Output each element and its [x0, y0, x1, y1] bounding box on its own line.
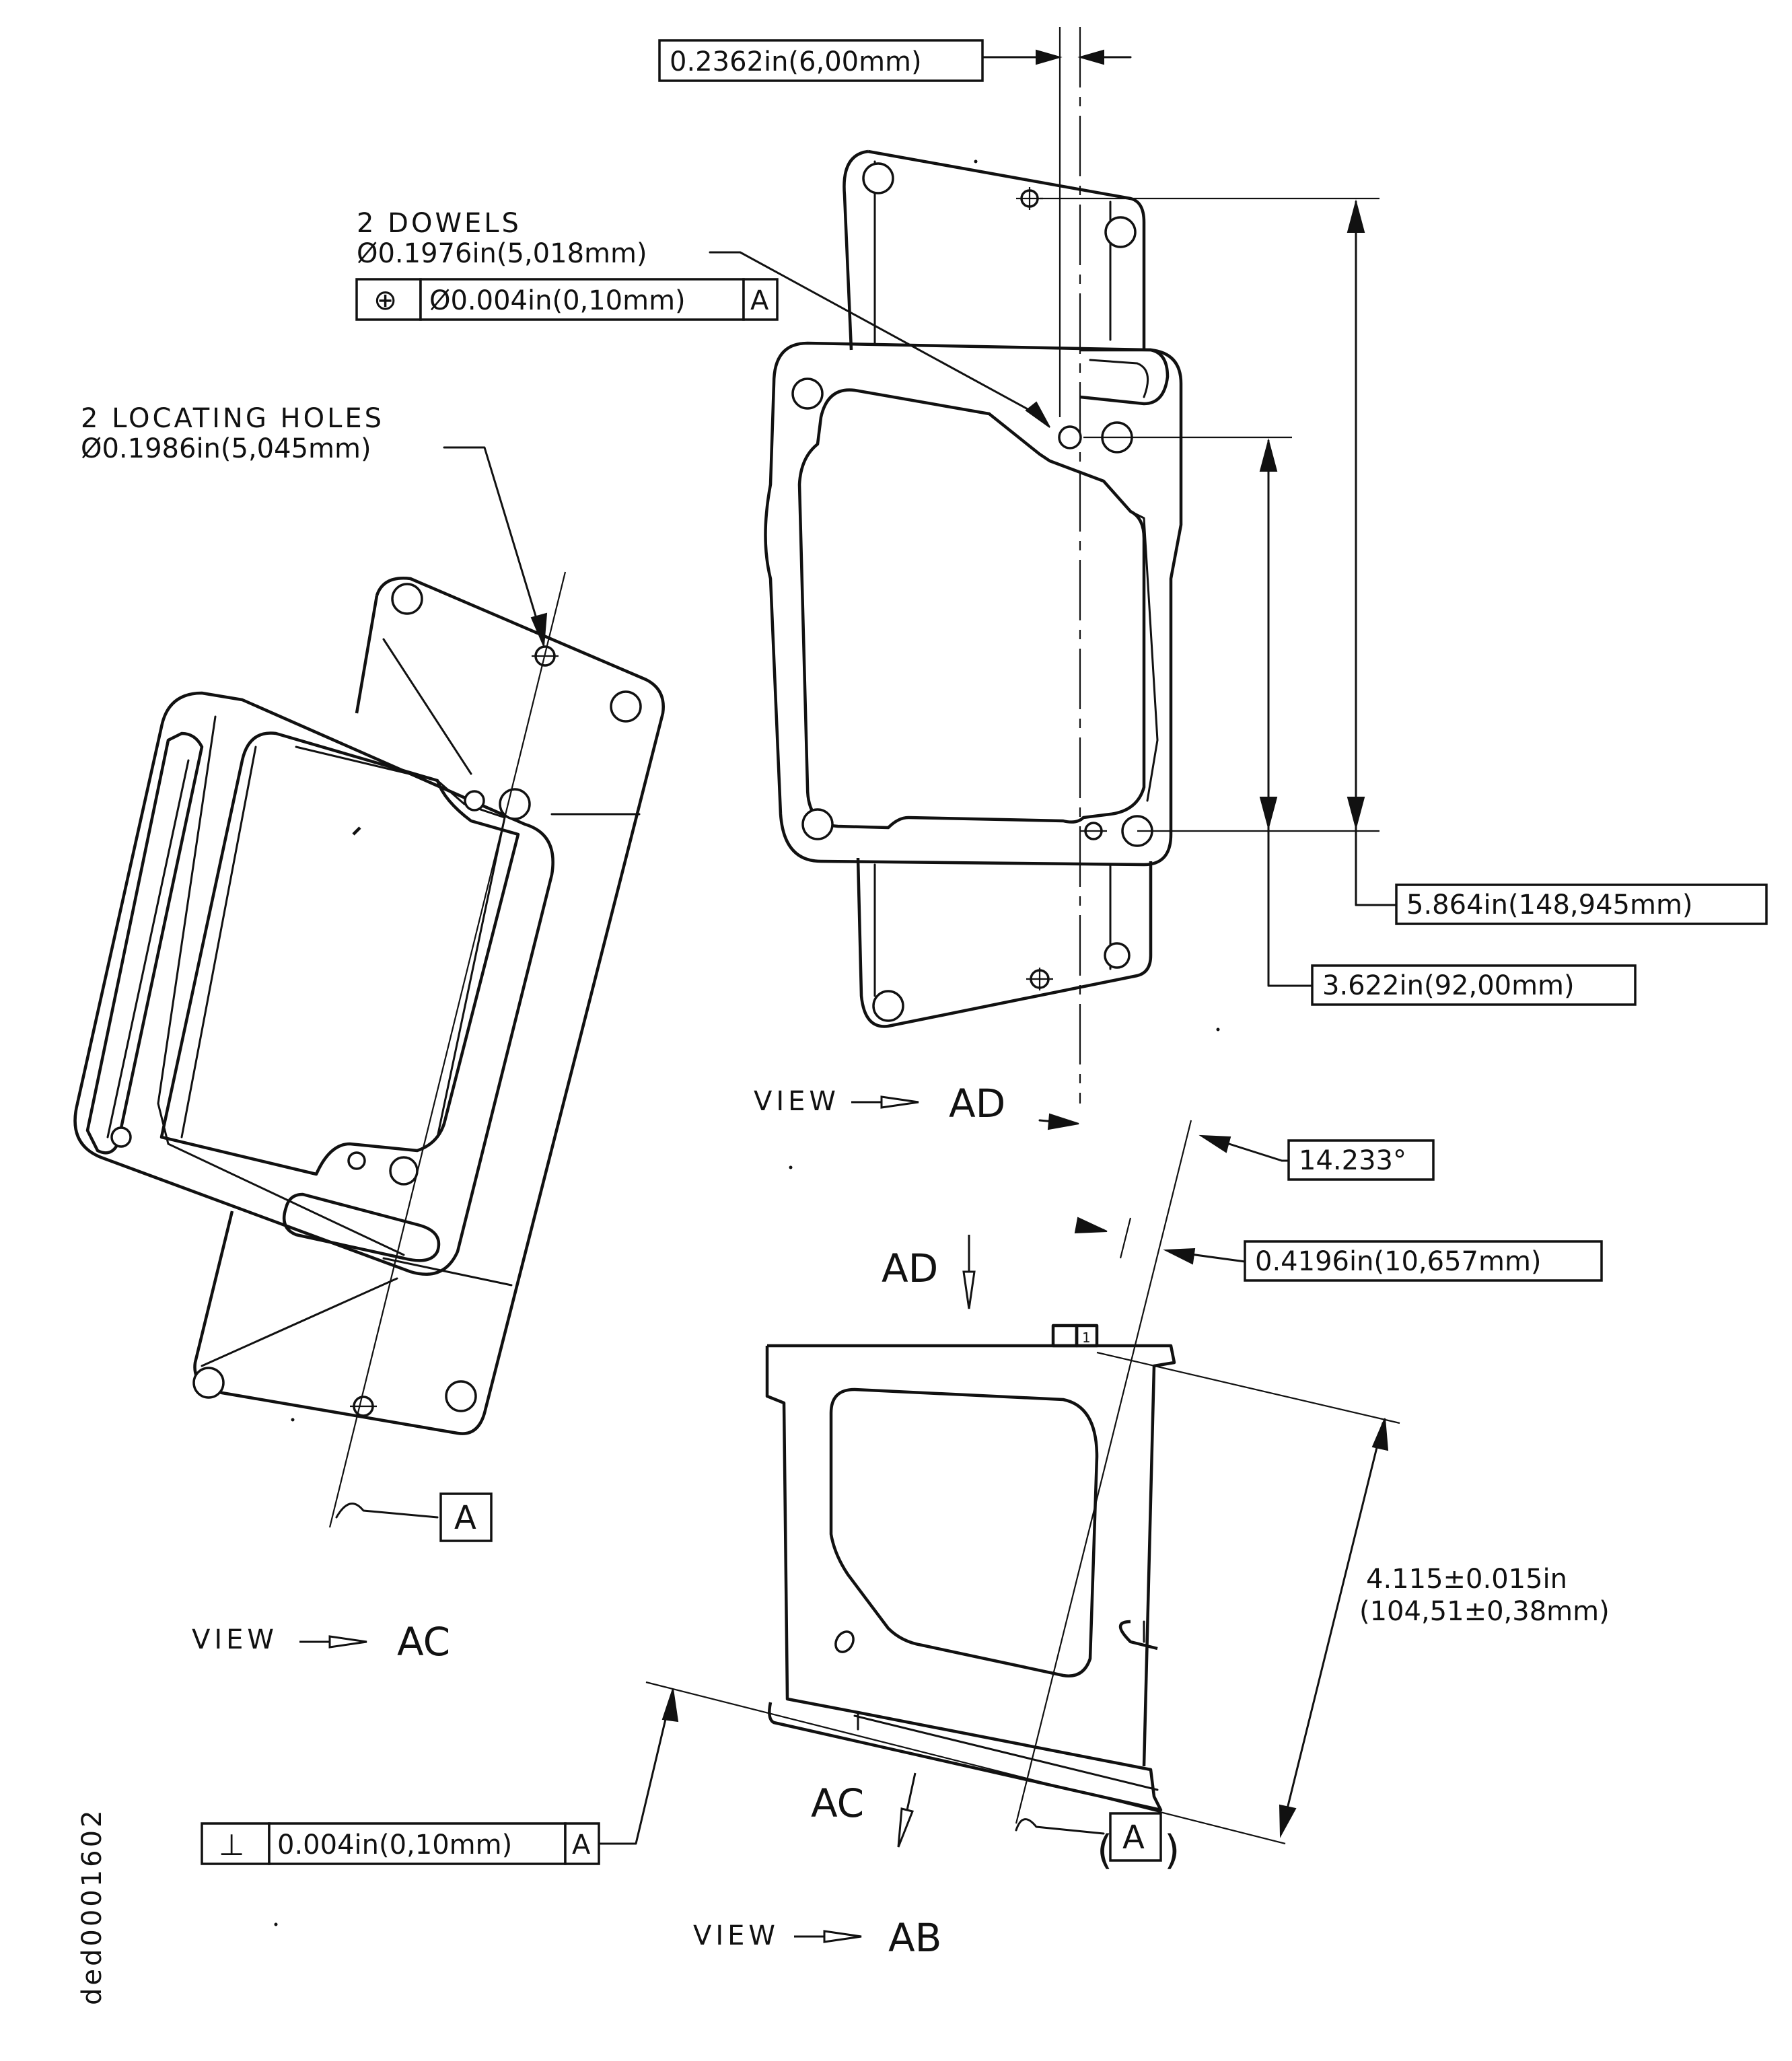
view-ad-prefix: VIEW: [754, 1086, 840, 1117]
dowels-fcf-symbol: ⊕: [373, 283, 397, 316]
datum-a-ref-right: ): [1164, 1827, 1180, 1874]
offset-text: 0.4196in(10,657mm): [1255, 1246, 1542, 1277]
dim-short-group: 3.622in(92,00mm): [1083, 436, 1637, 1006]
angle-dims: 14.233° 0.4196in(10,657mm): [1015, 1113, 1603, 1824]
datum-a: A: [454, 1499, 476, 1537]
dowels-fcf-tol: Ø0.004in(0,10mm): [429, 285, 686, 316]
height-dim-1: 4.115±0.015in: [1366, 1564, 1567, 1595]
datum-a-ref-group: ( A ): [1015, 1812, 1180, 1874]
dim-short-text: 3.622in(92,00mm): [1322, 970, 1575, 1001]
view-ac-part: [73, 571, 665, 1528]
svg-text:1: 1: [1082, 1330, 1091, 1346]
datum-a-ref-left: (: [1097, 1827, 1112, 1874]
view-ac-label: VIEW AC: [192, 1619, 450, 1665]
dim-long-group: 5.864in(148,945mm): [1040, 197, 1768, 925]
datum-a-ref: A: [1122, 1819, 1145, 1856]
view-ad-part: [764, 149, 1183, 1028]
stray-dots: [274, 159, 1220, 1926]
view-ad-label: VIEW AD: [754, 1081, 1005, 1126]
perp-symbol: ⊥: [219, 1828, 244, 1863]
document-id: ded0001602: [77, 1807, 108, 2005]
height-dim-2: (104,51±0,38mm): [1359, 1596, 1610, 1627]
locating-holes-callout: 2 LOCATING HOLES Ø0.1986in(5,045mm): [81, 403, 548, 647]
angle-text: 14.233°: [1299, 1145, 1406, 1176]
view-ac-name: AC: [397, 1619, 450, 1665]
arrow-ad: AD: [882, 1235, 976, 1309]
height-dim-group: 4.115±0.015in (104,51±0,38mm): [645, 1351, 1610, 1845]
arrow-ac: AC: [811, 1772, 917, 1848]
holes-dia: Ø0.1986in(5,045mm): [81, 433, 371, 464]
perpendicularity-group: ⊥ 0.004in(0,10mm) A: [201, 1688, 679, 1865]
view-ab-part: 1: [765, 1324, 1176, 1812]
dim-long-text: 5.864in(148,945mm): [1406, 890, 1693, 920]
perp-tol: 0.004in(0,10mm): [277, 1830, 512, 1860]
perp-datum: A: [572, 1830, 591, 1860]
view-ab-name: AB: [888, 1915, 941, 1961]
dim-top-box: [658, 39, 984, 82]
arrow-ad-label: AD: [882, 1245, 938, 1291]
dowels-dia: Ø0.1976in(5,018mm): [357, 238, 647, 269]
view-ab-prefix: VIEW: [693, 1920, 779, 1951]
view-ab-label: VIEW AB: [693, 1915, 941, 1961]
view-ad-name: AD: [949, 1081, 1005, 1126]
arrow-ac-label: AC: [811, 1780, 864, 1826]
dim-top-text: 0.2362in(6,00mm): [670, 46, 922, 77]
dowels-fcf-datum: A: [750, 285, 769, 316]
view-ac-prefix: VIEW: [192, 1624, 278, 1655]
dowels-qty: 2 DOWELS: [357, 208, 522, 239]
dowels-callout: 2 DOWELS Ø0.1976in(5,018mm) ⊕ Ø0.004in(0…: [355, 208, 1050, 428]
holes-qty: 2 LOCATING HOLES: [81, 403, 384, 434]
dim-top-group: 0.2362in(6,00mm): [658, 27, 1132, 1104]
datum-a-group: A: [335, 1492, 493, 1542]
